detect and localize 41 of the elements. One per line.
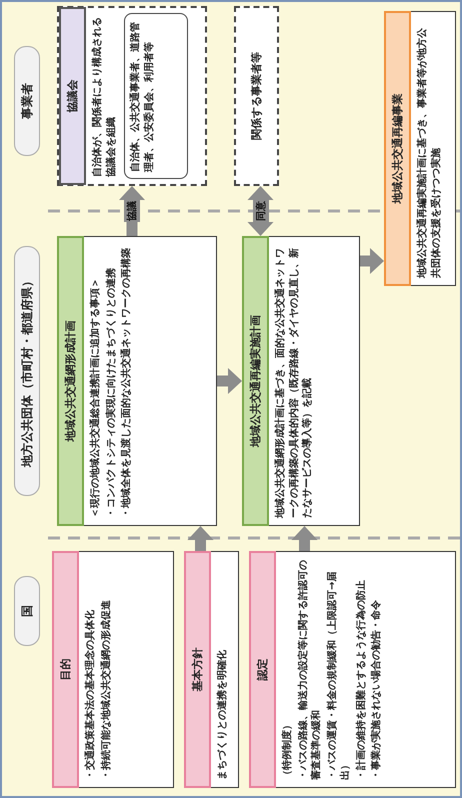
member-box: 自治体、公共交通事業者、道路管理者、公安委員会、利用者等 [124,13,188,179]
plan-box [57,236,217,526]
box-text: 地域公共交通網形成計画に基づき、面的な公共交通ネットワークの再構築の具体的内容（既存路線・ダイヤの見直し、新たなサービスの導入等）を記載 [274,247,314,518]
box-heading: 認定 [249,551,276,788]
box-heading: 協議会 [59,7,86,185]
box-text: ・持続可能な地域公共交通網の形成促進 [100,599,112,780]
lane-header: 事業者 [14,46,40,156]
box-text: ・バスの路線、輸送力の設定等に関する許認可の審査基準の緩和 [296,559,323,780]
process-box [249,551,456,788]
box-text: （特例制度） [281,719,294,780]
box-text: ＜現行の地域公共交通総合連携計画に追加する事項＞ [89,277,102,518]
process-box [52,551,174,788]
operator-box: 関係する事業者等 [234,6,279,186]
box-text: ・コンパクトシティの実現に向けたまちづくりとの連携 [104,267,118,518]
box-text: ・交通政策基本法の基本理念の具体化 [84,609,97,780]
box-text: ・地域全体を見渡した面的な公共交通ネットワークの再構築 [120,247,133,518]
box-text: 地域公共交通再編実施計画に基づき、事業者等が地方公共団体の支援を受けつつ実施 [416,27,442,278]
block-arrow [360,248,384,274]
block-arrow [248,186,274,236]
block-arrow [292,526,318,551]
box-heading: 地域公共交通再編実施計画 [242,236,269,526]
box-heading: 地域公共交通網形成計画 [57,236,84,526]
box-text: 自治体が、関係者により構成される協議会を組織 [91,16,118,177]
project-box [384,11,456,286]
box-heading: 地域公共交通再編事業 [384,11,411,286]
box-text: ・事業が実施されない場合の勧告・命令 [370,599,383,780]
block-arrow [119,186,145,236]
box-text: まちづくりとの連携を明確化 [216,649,229,780]
edge-label: 協議 [124,200,140,222]
lane-header: 地方公共団体（市町村・都道府県） [14,246,40,496]
process-box [184,551,239,788]
edge-label: 同意 [252,200,268,222]
council-box [57,6,207,186]
lane-header: 国 [14,576,40,646]
plan-box [242,236,360,526]
box-heading: 基本方針 [184,551,211,788]
box-text: ・バスの運賃・料金の規制緩和（上限認可→届出） [326,570,352,780]
block-arrow [188,526,214,551]
block-arrow [217,368,242,394]
box-heading: 目的 [52,551,79,788]
box-text: ・計画の維持を困難とするような行為の防止 [354,579,368,780]
